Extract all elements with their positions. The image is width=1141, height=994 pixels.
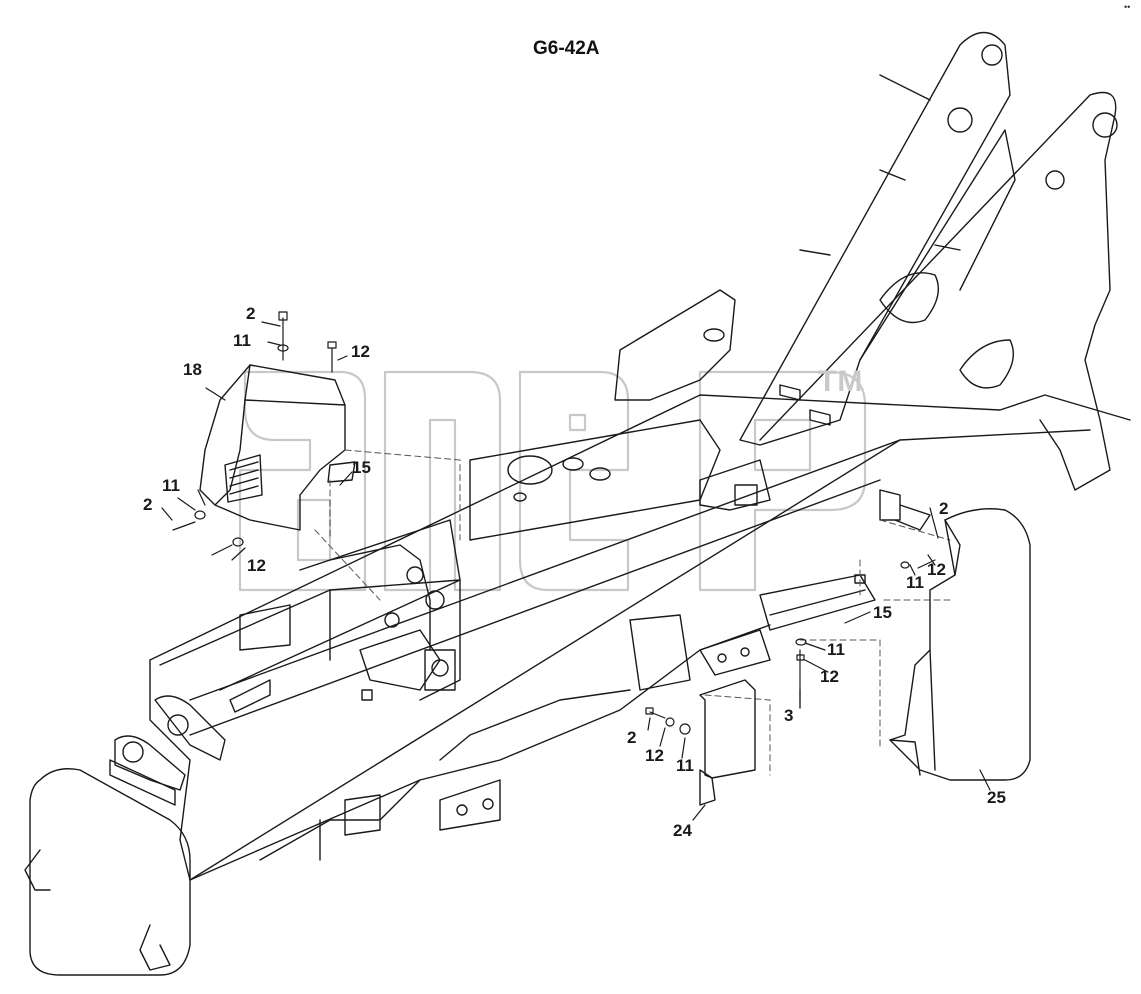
part-25-counterweight [889, 508, 1031, 781]
callout-24: 24 [673, 821, 692, 840]
part-24-plate [699, 679, 756, 806]
part-18-cover [199, 364, 356, 531]
fasteners [161, 311, 991, 821]
callout-12-right: 12 [927, 560, 946, 579]
callout-12-low: 12 [645, 746, 664, 765]
callout-11-mid: 11 [827, 640, 845, 659]
diagram-title: G6-42A [533, 38, 600, 59]
callout-11-top: 11 [233, 331, 251, 350]
callout-3: 3 [784, 706, 794, 725]
alignment-lines [314, 449, 951, 776]
front-counterweight [24, 768, 191, 976]
callout-2-top: 2 [246, 304, 256, 323]
callout-12-left: 12 [247, 556, 266, 575]
watermark-logo [238, 370, 867, 592]
callout-2-low: 2 [627, 728, 637, 747]
main-frame [149, 289, 1131, 881]
front-hitch [109, 695, 226, 806]
callout-2-left: 2 [143, 495, 153, 514]
callout-25: 25 [987, 788, 1006, 807]
callout-2-right: 2 [939, 499, 949, 518]
callout-11-low: 11 [676, 756, 694, 775]
corner-mark: •• [1124, 2, 1131, 12]
callout-11-left: 11 [162, 476, 180, 495]
callout-12-mid: 12 [820, 667, 839, 686]
lift-arms [739, 31, 1118, 491]
callout-15-left: 15 [352, 458, 371, 477]
callout-11-right: 11 [906, 573, 924, 592]
watermark-tm: TM [818, 365, 864, 398]
callout-12-top: 12 [351, 342, 370, 361]
callout-15-right: 15 [873, 603, 892, 622]
callout-18: 18 [183, 360, 202, 379]
